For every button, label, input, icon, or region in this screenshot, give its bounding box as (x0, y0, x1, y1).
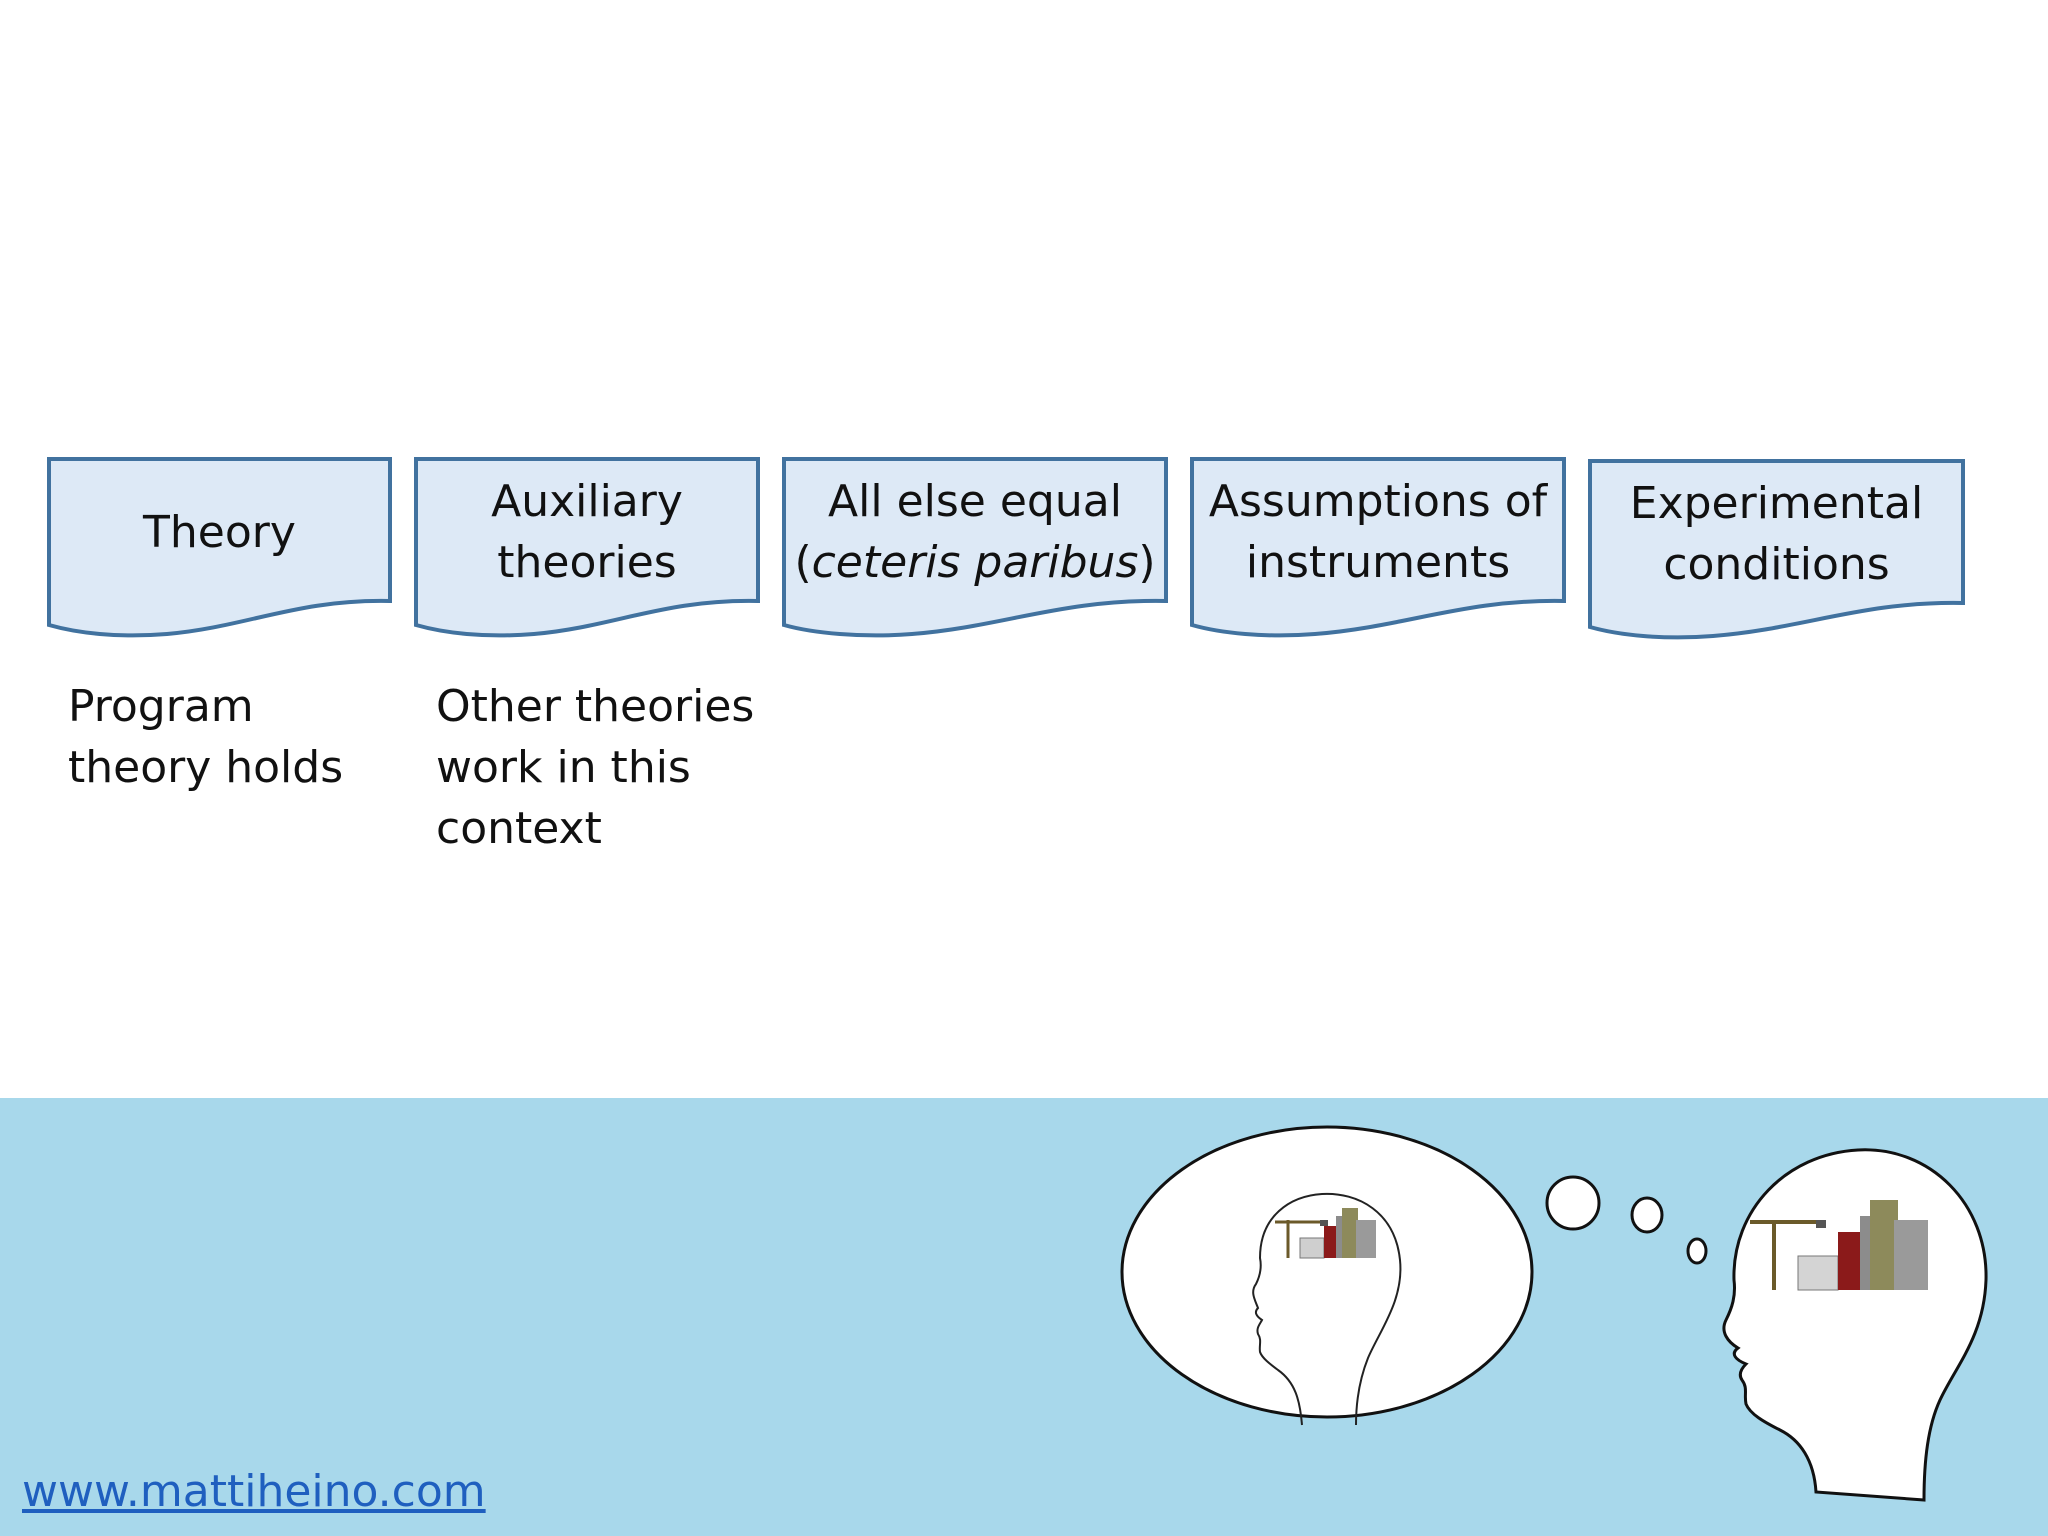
instrument-assumptions-box: Assumptions of instruments (1190, 457, 1566, 638)
small-head-icon (1252, 1192, 1402, 1426)
document-shape (1588, 459, 1965, 640)
auxiliary-description: Other theories work in this context (436, 681, 755, 854)
document-shape (414, 457, 760, 638)
theory-description: Program theory holds (68, 681, 344, 793)
thinking-heads-illustration (1120, 1125, 1988, 1502)
small-city-icon (1275, 1208, 1376, 1259)
thought-bubble (1120, 1125, 1534, 1419)
document-shape (1190, 457, 1566, 638)
ceteris-paribus-label: All else equal (ceteris paribus) (794, 476, 1156, 588)
document-shape (782, 457, 1168, 638)
large-head-icon (1722, 1148, 1988, 1502)
experimental-conditions-label: Experimental conditions (1629, 478, 1924, 590)
theory-label: Theory (143, 506, 296, 558)
thought-dot-large (1545, 1175, 1601, 1231)
thought-dot-small (1686, 1237, 1708, 1265)
footer-banner (0, 1098, 2048, 1536)
instrument-assumptions-label: Assumptions of instruments (1208, 476, 1548, 588)
ceteris-paribus-box: All else equal (ceteris paribus) (782, 457, 1168, 638)
thought-dot-medium (1630, 1196, 1664, 1234)
experimental-conditions-box: Experimental conditions (1588, 459, 1965, 640)
auxiliary-theories-box: Auxiliary theories (414, 457, 760, 638)
theory-box: Theory (47, 457, 392, 638)
auxiliary-theories-label: Auxiliary theories (491, 476, 683, 588)
website-link[interactable]: www.mattiheino.com (22, 1466, 486, 1517)
assumption-boxes: Theory Auxiliary theories All else equal… (0, 0, 2048, 854)
large-city-icon (1750, 1200, 1928, 1291)
document-shape (47, 457, 392, 638)
